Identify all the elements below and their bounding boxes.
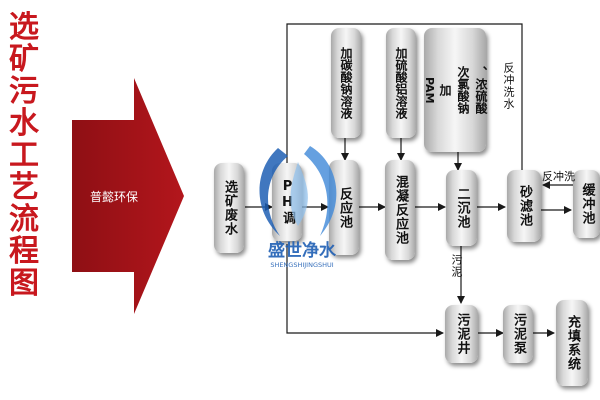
logo-drop <box>290 162 308 226</box>
logo-en: SHENGSHIJINGSHUI <box>270 261 333 269</box>
box-wastewater: 选矿废水 <box>214 163 244 253</box>
title-char: 污 <box>9 74 39 109</box>
brand-arrow: 普懿环保 <box>72 78 184 314</box>
box-pam-hypo: 加 PAM 次氯酸钠 、浓硫酸 <box>423 28 488 152</box>
brand-logo: 盛世净水 SHENGSHIJINGSHUI <box>259 146 337 269</box>
box-coagulation: 混凝反应池 <box>385 160 415 260</box>
title-char: 流 <box>9 202 39 237</box>
logo-cn: 盛世净水 <box>268 240 337 261</box>
box-aluminum: 加硫酸铝溶液 <box>386 28 416 138</box>
label-backwash: 反冲洗 <box>542 170 575 183</box>
title-char: 程 <box>9 234 39 269</box>
logo-swirl-right <box>304 146 337 236</box>
logo-swirl-left <box>259 148 288 236</box>
backwash-return <box>283 23 523 171</box>
title-char: 工 <box>9 138 39 173</box>
title-char: 矿 <box>9 42 39 77</box>
title-char: 选 <box>9 10 39 45</box>
box-buffer: 缓冲池 <box>573 170 600 238</box>
box-sedimentation: 二沉池 <box>446 170 477 246</box>
title-char: 水 <box>9 106 39 141</box>
arrow-label: 普懿环保 <box>90 189 138 204</box>
title-char: 图 <box>9 266 39 301</box>
label-sludge: 污泥 <box>450 254 463 278</box>
box-sludge-pump: 污泥泵 <box>503 305 533 363</box>
page-title: 选 矿 污 水 工 艺 流 程 图 <box>4 12 44 300</box>
arrow-shape <box>72 78 184 314</box>
flow-bypass <box>286 244 444 337</box>
label-backwash-water: 反冲洗水 <box>502 62 515 110</box>
box-backfill: 充填系统 <box>556 300 588 386</box>
box-sludge-well: 污泥井 <box>445 305 478 363</box>
box-carbonate: 加碳酸钠溶液 <box>331 28 361 138</box>
box-sand-filter: 砂滤池 <box>507 170 541 242</box>
title-char: 艺 <box>9 170 39 205</box>
